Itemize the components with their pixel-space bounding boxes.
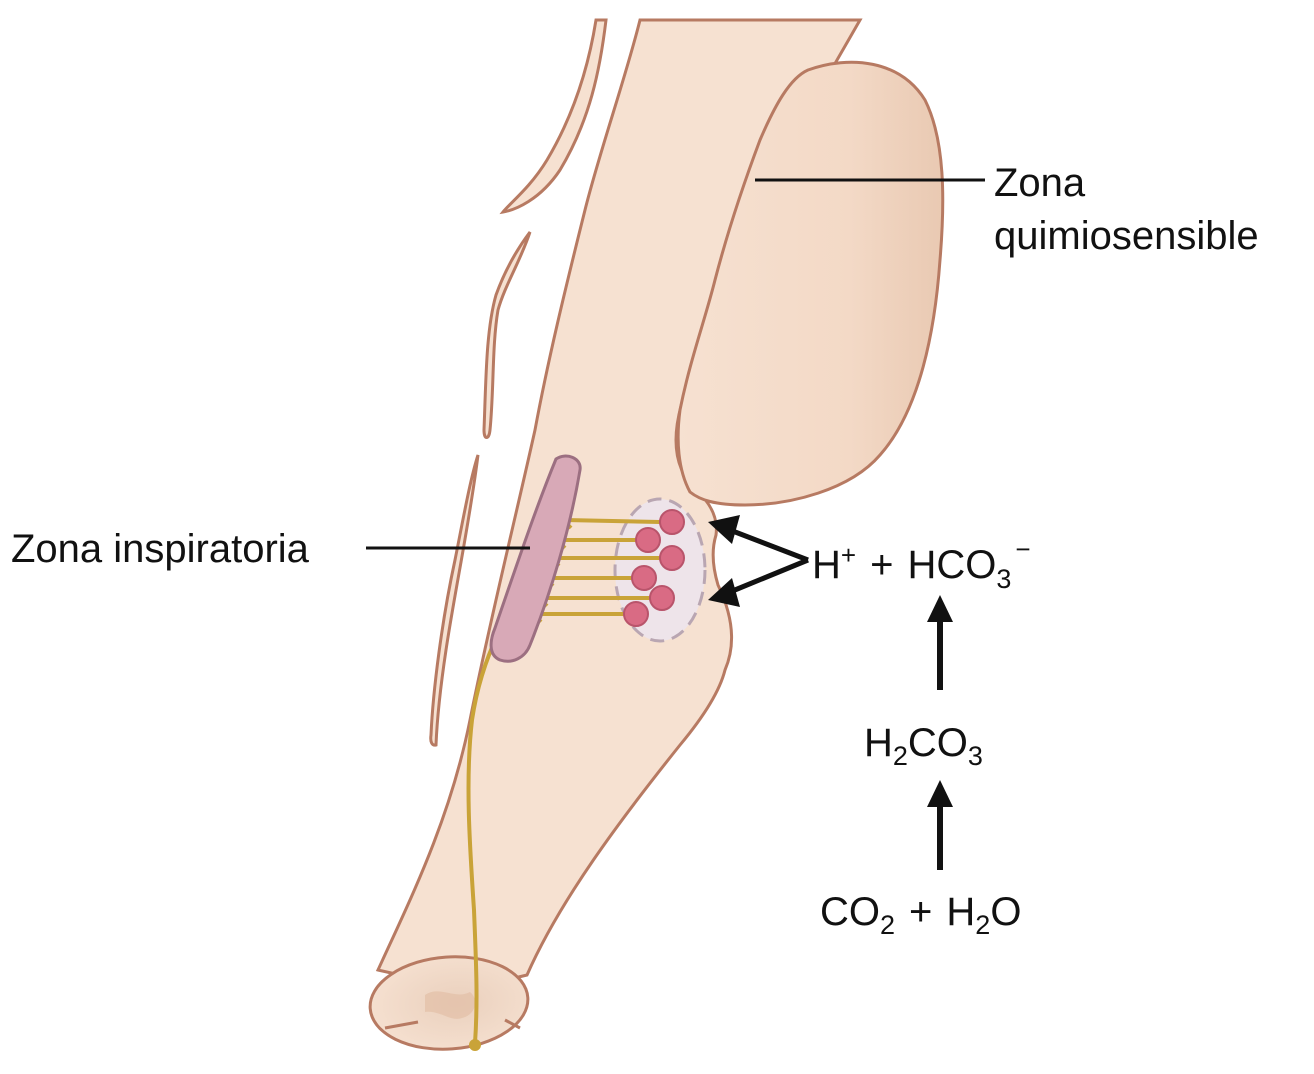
water-h: H (946, 890, 975, 934)
carbonic-h-subscript: 2 (893, 741, 908, 771)
middle-sheath-strip (484, 232, 530, 438)
carbonic-h: H (864, 721, 893, 765)
nerve-fiber-1 (565, 520, 660, 522)
upper-sheath-strip (503, 20, 606, 212)
ion-arrows (730, 530, 808, 592)
bicarbonate-charge: − (1015, 534, 1030, 564)
carbonic-acid-formula: H2CO3 (864, 721, 983, 771)
chemosensitive-label-line1: Zona (994, 161, 1086, 205)
neuron-cell-4 (632, 566, 656, 590)
neuron-cell-2 (636, 528, 660, 552)
reaction-arrow-upper-head (927, 595, 953, 622)
bicarbonate-symbol: HCO (907, 543, 996, 587)
carbon-dioxide-subscript: 2 (880, 910, 895, 940)
inspiratory-label: Zona inspiratoria (11, 527, 310, 571)
axon-terminal (469, 1039, 481, 1051)
carbonic-co: CO (908, 721, 968, 765)
chemosensitive-label-line2: quimiosensible (994, 214, 1259, 258)
water-o: O (990, 890, 1021, 934)
neuron-cell-5 (650, 586, 674, 610)
lower-sheath-strip (431, 455, 478, 745)
neuron-cell-1 (660, 510, 684, 534)
water-h-subscript: 2 (975, 910, 990, 940)
reaction-arrow-lower-head (927, 780, 953, 807)
neuron-cell-6 (624, 602, 648, 626)
proton-charge: + (841, 540, 856, 570)
carbonic-co-subscript: 3 (968, 741, 983, 771)
reactants-plus: + (909, 890, 932, 934)
ions-formula: H++HCO3− (812, 534, 1031, 594)
bicarbonate-subscript: 3 (996, 564, 1011, 594)
ions-plus: + (870, 543, 893, 587)
neuron-cell-3 (660, 546, 684, 570)
reactants-formula: CO2+H2O (820, 890, 1021, 940)
proton-symbol: H (812, 543, 841, 587)
carbon-dioxide: CO (820, 890, 880, 934)
